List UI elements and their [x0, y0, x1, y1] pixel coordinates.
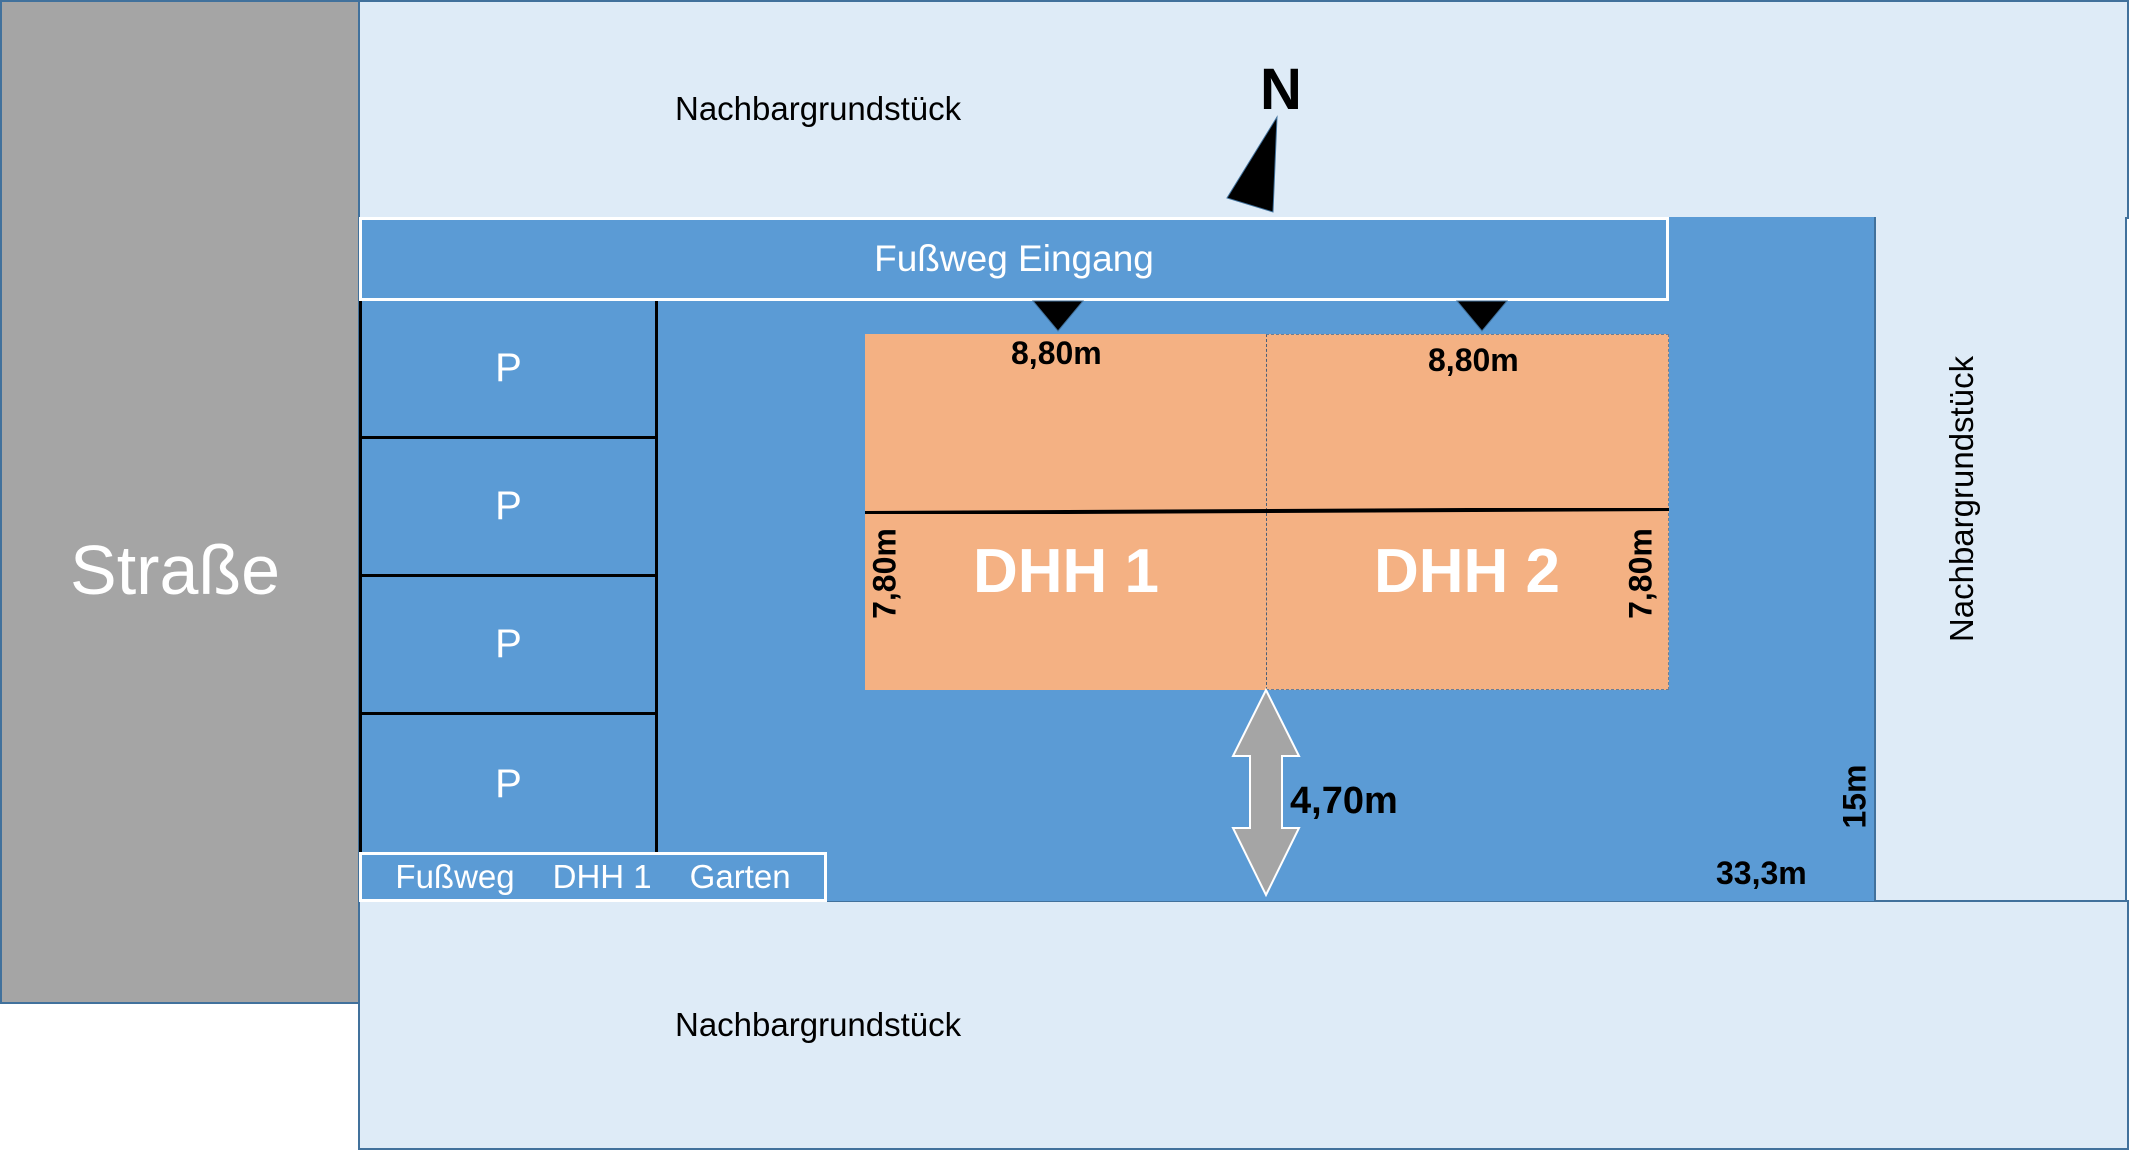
garden-footpath-label-1: Fußweg: [395, 858, 515, 895]
entrance-marker-dhh2-icon: [1455, 300, 1509, 332]
dhh2-width-label: 8,80m: [1428, 342, 1519, 378]
garden-footpath-label-2: DHH 1: [552, 858, 652, 895]
entrance-footpath: Fußweg Eingang: [359, 217, 1669, 301]
north-label: N: [1260, 57, 1302, 122]
garden-distance-label: 4,70m: [1290, 780, 1398, 822]
parking-spot: P: [362, 301, 655, 439]
street-area: [0, 0, 360, 1004]
parking-spot: P: [362, 439, 655, 577]
house-dhh1-label: DHH 1: [973, 537, 1160, 606]
distance-double-arrow-icon: [1231, 687, 1301, 898]
neighbor-north-label: Nachbargrundstück: [675, 90, 962, 127]
roof-ridge-line: [865, 508, 1669, 514]
garden-footpath-label-3: Garten: [689, 858, 791, 895]
north-arrow-icon: [1226, 115, 1278, 213]
house-dhh2-label: DHH 2: [1374, 537, 1561, 606]
parking-spot-label: P: [495, 346, 522, 390]
entrance-footpath-label: Fußweg Eingang: [874, 238, 1154, 279]
garden-footpath: Fußweg DHH 1 Garten: [359, 852, 827, 902]
street-label: Straße: [70, 531, 281, 609]
parking-spot: P: [362, 715, 655, 853]
neighbor-plot-south: [358, 900, 2129, 1150]
parking-spot-label: P: [495, 622, 522, 666]
parking-area: P P P P: [359, 301, 658, 853]
semi-detached-house: [865, 334, 1669, 690]
dhh1-width-label: 8,80m: [1011, 335, 1102, 371]
neighbor-plot-east: [1874, 217, 2127, 902]
neighbor-south-label: Nachbargrundstück: [675, 1006, 962, 1043]
parking-spot: P: [362, 577, 655, 715]
plot-length-label: 33,3m: [1716, 855, 1807, 891]
parking-spot-label: P: [495, 484, 522, 528]
parking-spot-label: P: [495, 761, 522, 806]
entrance-marker-dhh1-icon: [1031, 300, 1085, 332]
